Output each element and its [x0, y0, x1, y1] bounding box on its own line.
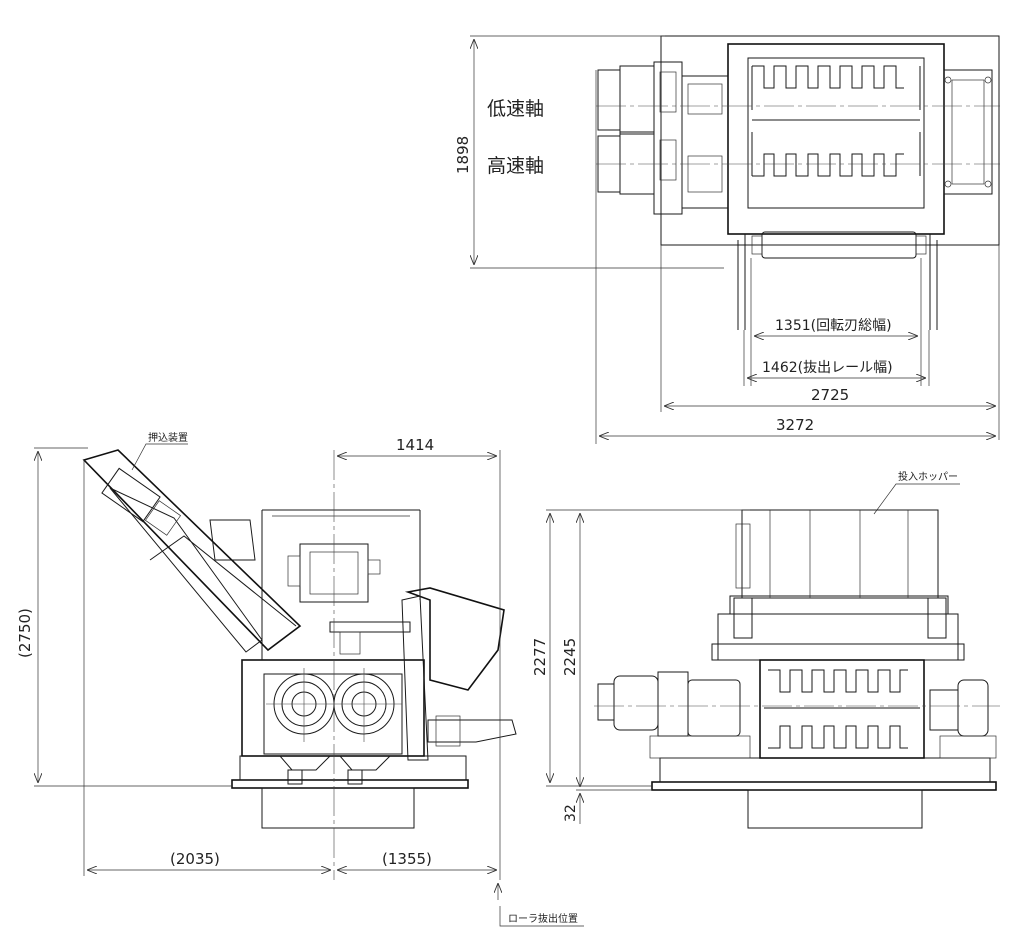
- front-chamber: [759, 659, 925, 759]
- top-chamber-inner: [747, 57, 925, 209]
- dim-3272: 3272: [776, 416, 814, 434]
- dim-1355: (1355): [382, 850, 432, 868]
- top-view: 低速軸 高速軸 1898 1351(回転刃総幅) 1462(抜出レール幅) 27…: [454, 35, 1000, 444]
- front-blades-upper: [768, 669, 908, 693]
- front-base: [651, 781, 997, 791]
- top-gearbox: [653, 61, 683, 215]
- top-outer-frame: [660, 35, 1000, 246]
- top-blades-lower: [751, 132, 921, 177]
- dim-2245: 2245: [561, 638, 579, 676]
- side-pusher: [82, 449, 302, 653]
- top-motor-low: [597, 69, 621, 131]
- dim-1898: 1898: [454, 136, 472, 174]
- front-pedestal: [747, 789, 923, 829]
- dim-1351: 1351(回転刃総幅): [775, 318, 892, 334]
- dim-2750: (2750): [16, 608, 34, 658]
- dim-1462: 1462(抜出レール幅): [762, 360, 893, 376]
- top-blades-upper: [751, 65, 921, 110]
- dim-2725: 2725: [811, 386, 849, 404]
- side-cylinder: [329, 621, 411, 633]
- top-bearing-right: [943, 69, 993, 195]
- front-motor: [597, 683, 615, 721]
- high-speed-shaft-label: 高速軸: [487, 155, 544, 177]
- low-speed-shaft-label: 低速軸: [487, 98, 544, 120]
- front-hopper: [741, 509, 939, 599]
- side-chute: [404, 587, 505, 691]
- side-chamber: [241, 659, 425, 757]
- front-blades-lower: [768, 725, 908, 749]
- dim-1414: 1414: [396, 436, 434, 454]
- pusher-label: 押込装置: [148, 431, 188, 444]
- dim-2277: 2277: [531, 638, 549, 676]
- front-view: 投入ホッパー 2277 2245 32: [531, 470, 1000, 829]
- hopper-label: 投入ホッパー: [898, 470, 958, 483]
- side-view: 押込装置 1414 (2750) (2035) (1355) ローラ抜出位置: [16, 431, 584, 927]
- front-bearing-right: [957, 679, 989, 737]
- side-pedestal: [261, 787, 415, 829]
- dim-2035: (2035): [170, 850, 220, 868]
- dim-32: 32: [563, 804, 579, 822]
- top-chamber: [727, 43, 945, 235]
- roller-position-label: ローラ抜出位置: [508, 912, 578, 925]
